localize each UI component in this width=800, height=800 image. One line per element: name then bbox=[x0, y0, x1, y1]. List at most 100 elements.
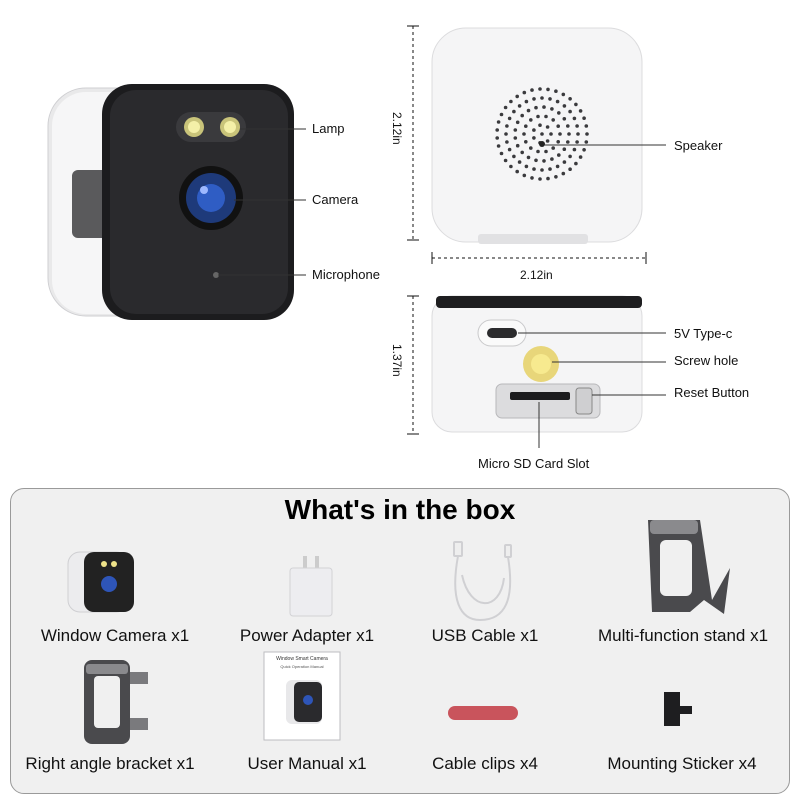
speaker-hole bbox=[517, 104, 522, 108]
speaker-hole bbox=[578, 109, 583, 113]
speaker-hole bbox=[551, 146, 555, 150]
box-item-cable-clips: Cable clips x4 bbox=[432, 754, 538, 773]
speaker-hole bbox=[562, 160, 567, 164]
speaker-hole bbox=[568, 154, 572, 159]
speaker-hole bbox=[540, 168, 544, 172]
speaker-hole bbox=[548, 97, 552, 101]
speaker-hole bbox=[578, 155, 583, 159]
speaker-hole bbox=[567, 132, 571, 136]
speaker-hole bbox=[576, 132, 580, 136]
microphone-label: Microphone bbox=[312, 267, 380, 282]
speaker-hole bbox=[556, 124, 560, 128]
speaker-hole bbox=[532, 136, 536, 140]
speaker-hole bbox=[557, 153, 561, 157]
speaker-hole bbox=[575, 140, 579, 144]
speaker-hole bbox=[562, 104, 567, 108]
speaker-hole bbox=[545, 125, 550, 129]
speaker-hole bbox=[532, 97, 536, 101]
speaker-hole bbox=[505, 140, 509, 144]
speaker-hole bbox=[515, 143, 520, 148]
user-manual-thumbnail bbox=[263, 651, 341, 741]
speaker-hole bbox=[536, 149, 540, 154]
speaker-hole bbox=[549, 132, 553, 136]
speaker-grille bbox=[495, 87, 589, 181]
speaker-hole bbox=[574, 161, 578, 166]
speaker-hole bbox=[512, 154, 516, 159]
box-item-multi-function-stand: Multi-function stand x1 bbox=[597, 626, 769, 645]
camera-front-illustration bbox=[47, 25, 666, 448]
speaker-hole bbox=[582, 148, 586, 152]
speaker-hole bbox=[550, 107, 554, 111]
speaker-hole bbox=[572, 147, 577, 152]
box-item-power-adapter: Power Adapter x1 bbox=[239, 626, 375, 645]
speaker-hole bbox=[512, 109, 516, 114]
box-title: What's in the box bbox=[284, 494, 516, 525]
speaker-hole bbox=[556, 140, 560, 144]
speaker-hole bbox=[557, 111, 561, 115]
manual-cover-title: Window Smart Camera bbox=[276, 656, 328, 662]
speaker-hole bbox=[561, 171, 566, 176]
speaker-hole bbox=[513, 128, 518, 132]
screw-hole-label: Screw hole bbox=[674, 353, 739, 368]
speaker-hole bbox=[572, 116, 577, 121]
speaker-hole bbox=[515, 169, 519, 174]
speaker-hole bbox=[584, 124, 589, 128]
usb-cable-thumbnail bbox=[453, 541, 512, 622]
right-angle-bracket-thumbnail bbox=[84, 660, 148, 744]
width-dimension: 2.12in bbox=[520, 268, 553, 282]
speaker-hole bbox=[534, 105, 538, 110]
speaker-hole bbox=[526, 155, 531, 160]
speaker-hole bbox=[554, 89, 558, 93]
speaker-hole bbox=[517, 160, 522, 164]
speaker-hole bbox=[499, 151, 504, 156]
speaker-hole bbox=[562, 147, 567, 151]
speaker-hole bbox=[532, 128, 536, 132]
speaker-hole bbox=[515, 94, 519, 99]
speaker-hole bbox=[538, 177, 542, 181]
speaker-hole bbox=[554, 175, 558, 179]
speaker-hole bbox=[585, 132, 589, 136]
speaker-hole bbox=[575, 124, 579, 128]
manual-cover-subtitle: Quick Operation Manual bbox=[280, 664, 324, 669]
speaker-hole bbox=[496, 120, 501, 124]
speaker-hole bbox=[526, 108, 531, 113]
speaker-hole bbox=[562, 117, 567, 121]
speaker-hole bbox=[555, 164, 560, 169]
box-item-user-manual: User Manual x1 bbox=[247, 754, 367, 773]
speaker-hole bbox=[538, 87, 542, 91]
speaker-hole bbox=[522, 173, 527, 178]
speaker-hole bbox=[561, 92, 566, 97]
speaker-hole bbox=[524, 99, 529, 104]
window-camera-thumbnail bbox=[67, 551, 134, 613]
speaker-hole bbox=[584, 140, 589, 144]
speaker-hole bbox=[532, 167, 536, 171]
speaker-hole bbox=[522, 132, 526, 136]
speaker-hole bbox=[545, 139, 550, 143]
speaker-hole bbox=[558, 132, 562, 136]
speaker-hole bbox=[534, 158, 538, 163]
speaker-hole bbox=[509, 99, 513, 104]
speaker-hole bbox=[530, 88, 534, 92]
box-item-right-angle-bracket: Right angle bracket x1 bbox=[25, 754, 195, 773]
speaker-hole bbox=[507, 116, 512, 121]
cable-clip-thumbnail bbox=[448, 706, 518, 720]
box-item-usb-cable: USB Cable x1 bbox=[431, 626, 539, 645]
box-item-window-camera: Window Camera x1 bbox=[40, 626, 190, 645]
sd-slot-label: Micro SD Card Slot bbox=[478, 456, 590, 471]
power-adapter-thumbnail bbox=[289, 556, 333, 617]
usb-port-label: 5V Type-c bbox=[674, 326, 733, 341]
speaker-hole bbox=[542, 159, 546, 163]
speaker-hole bbox=[540, 96, 544, 100]
speaker-hole bbox=[496, 144, 501, 148]
speaker-hole bbox=[550, 157, 554, 161]
speaker-hole bbox=[566, 124, 570, 128]
speaker-hole bbox=[544, 149, 548, 154]
speaker-hole bbox=[520, 150, 524, 155]
speaker-hole bbox=[536, 114, 540, 119]
speaker-hole bbox=[505, 124, 509, 128]
speaker-label: Speaker bbox=[674, 138, 723, 153]
lamp-label: Lamp bbox=[312, 121, 345, 136]
reset-button-label: Reset Button bbox=[674, 385, 750, 400]
speaker-hole bbox=[548, 167, 552, 171]
